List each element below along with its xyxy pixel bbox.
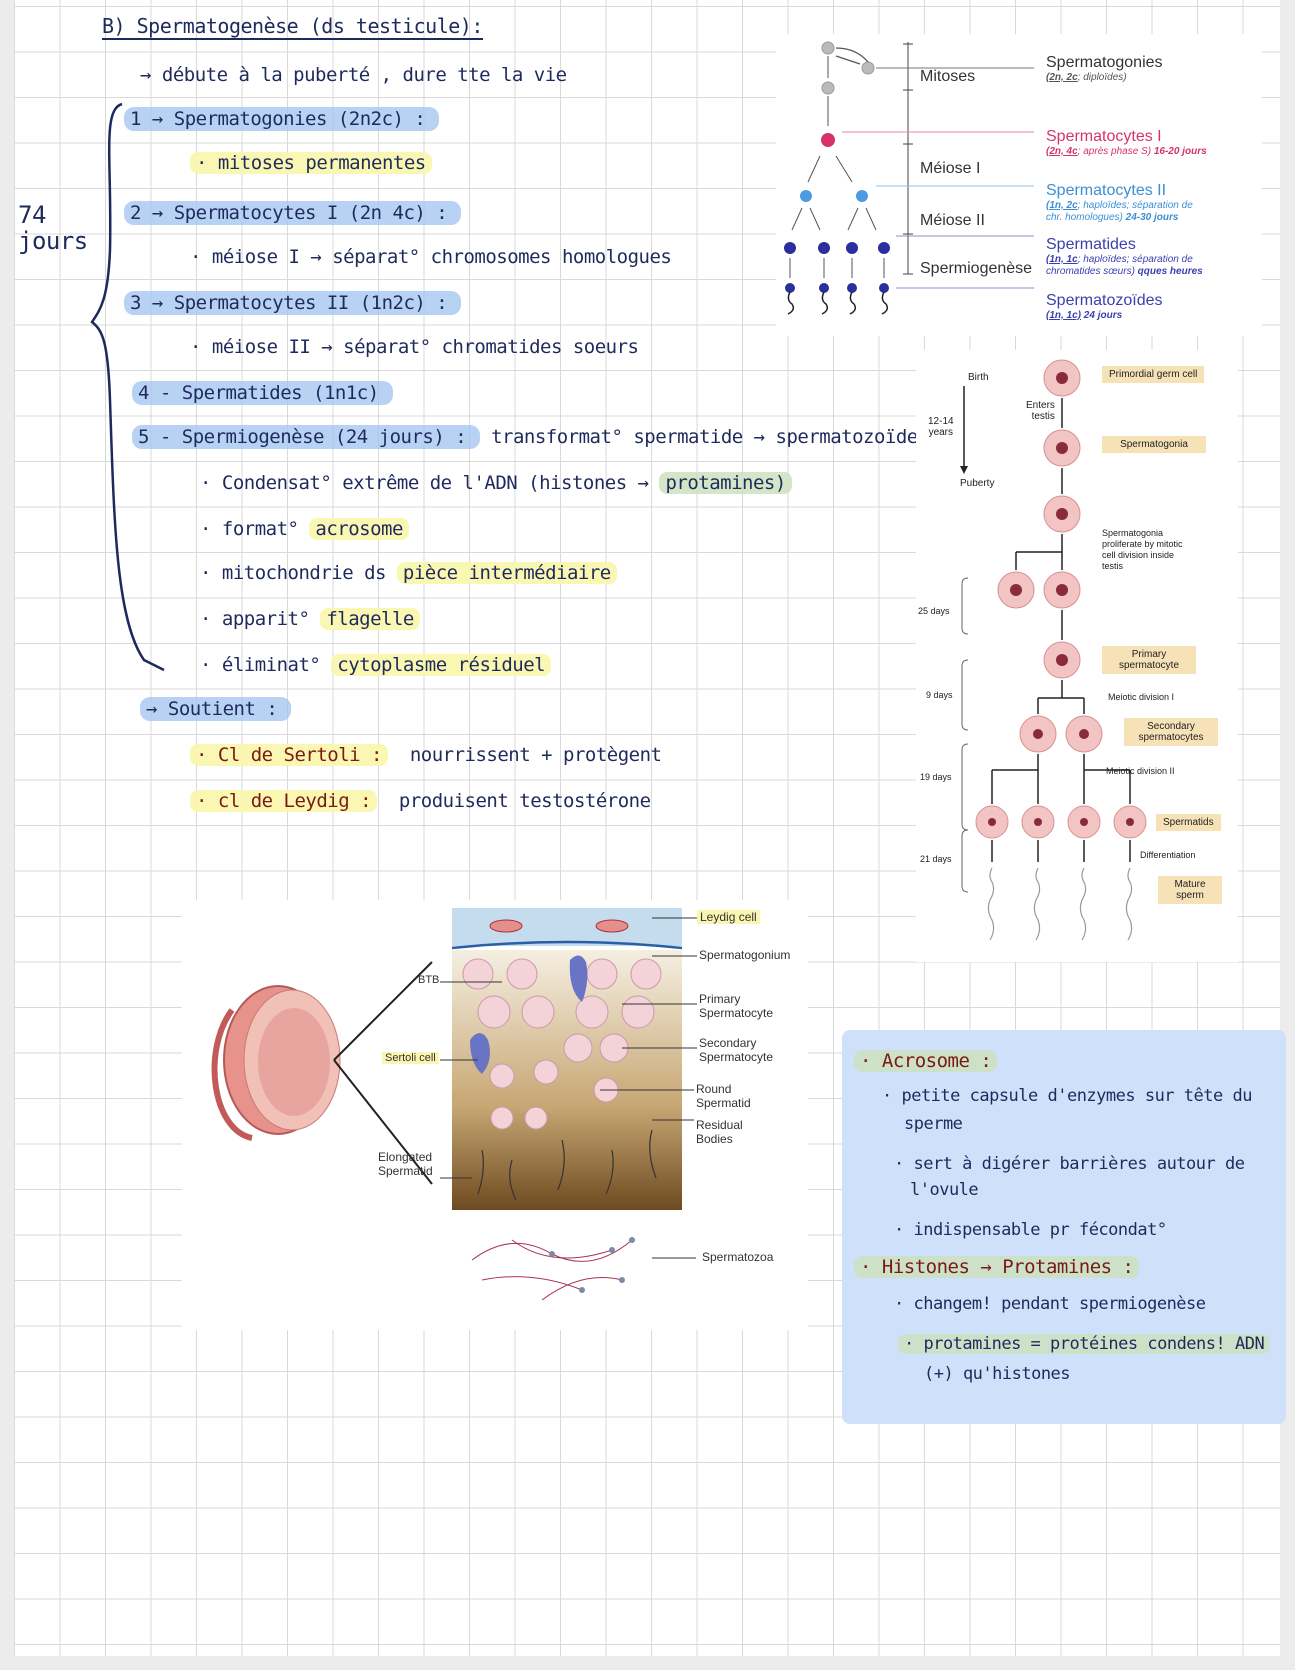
- testis-svg: [211, 908, 697, 1301]
- step-2-sub: · méiose I → séparat° chromosomes homolo…: [190, 246, 672, 268]
- acrosome-line-1: · petite capsule d'enzymes sur tête du: [882, 1086, 1252, 1106]
- side-label-days: 74 jours: [18, 202, 88, 254]
- cell-spermatocytes-1: Spermatocytes I (2n, 4c; après phase S) …: [1046, 128, 1207, 157]
- label-spermatids: Spermatids: [1156, 814, 1221, 831]
- days-9: 9 days: [926, 690, 953, 700]
- days-25: 25 days: [918, 606, 950, 616]
- step-1-head: 1 → Spermatogonies (2n2c) :: [124, 107, 440, 131]
- acrosome-line-2: · sert à digérer barrières autour de: [894, 1154, 1245, 1174]
- sertoli-line: · Cl de Sertoli : nourrissent + protègen…: [190, 744, 662, 766]
- phase-mitoses: Mitoses: [920, 68, 976, 85]
- cell-spermatogonies: Spermatogonies (2n, 2c; diploïdes): [1046, 54, 1163, 83]
- acrosome-line-1b: sperme: [904, 1114, 963, 1134]
- spermio-item-1: · Condensat° extrême de l'ADN (histones …: [200, 472, 792, 494]
- label-elongated-spermatid: Elongated Spermatid: [378, 1150, 433, 1178]
- spermio-item-5: · éliminat° cytoplasme résiduel: [200, 654, 552, 676]
- phase-meiose-2: Méiose II: [920, 212, 985, 229]
- label-round-spermatid: Round Spermatid: [696, 1082, 751, 1110]
- label-meiotic-1: Meiotic division I: [1108, 692, 1175, 702]
- acrosome-line-2b: l'ovule: [910, 1180, 979, 1200]
- step-1-sub: · mitoses permanentes: [190, 152, 432, 174]
- stages-figure: Mitoses Méiose I Méiose II Spermiogenèse…: [776, 34, 1262, 336]
- label-secondary: Secondary spermatocytes: [1124, 718, 1218, 746]
- notes-title: B) Spermatogenèse (ds testicule):: [102, 14, 483, 40]
- stages-lineage-svg: [784, 41, 1034, 315]
- histones-line-2: · protamines = protéines condens! ADN: [898, 1334, 1271, 1354]
- label-btb: BTB: [418, 974, 440, 986]
- acrosome-title: · Acrosome :: [854, 1050, 998, 1072]
- label-primordial: Primordial germ cell: [1102, 366, 1205, 383]
- spermio-item-2: · format° acrosome: [200, 518, 409, 540]
- label-differentiation: Differentiation: [1140, 850, 1196, 860]
- histones-title: · Histones → Protamines :: [854, 1256, 1140, 1278]
- side-label-number: 74: [18, 201, 46, 229]
- histones-line-1: · changem! pendant spermiogenèse: [894, 1294, 1206, 1314]
- step-3-head: 3 → Spermatocytes II (1n2c) :: [124, 291, 462, 315]
- label-mature: Mature sperm: [1158, 876, 1222, 904]
- label-primary-spermatocyte: Primary Spermatocyte: [699, 992, 774, 1020]
- step-2-head: 2 → Spermatocytes I (2n 4c) :: [124, 201, 462, 225]
- testis-figure: Leydig cell Spermatogonium BTB Primary S…: [182, 900, 808, 1330]
- leydig-line: · cl de Leydig : produisent testostérone: [190, 790, 651, 812]
- notes-intro: → débute à la puberté , dure tte la vie: [140, 64, 567, 86]
- cell-spermatocytes-2: Spermatocytes II (1n, 2c; haploïdes; sép…: [1046, 182, 1193, 223]
- label-secondary-spermatocyte: Secondary Spermatocyte: [699, 1036, 774, 1064]
- cell-spermatides: Spermatides (1n, 1c; haploïdes; séparati…: [1046, 236, 1203, 277]
- days-19: 19 days: [920, 772, 952, 782]
- timeline-figure: Birth 12-14 years Puberty Enters testis …: [916, 350, 1238, 962]
- step-4-head: 4 - Spermatides (1n1c): [132, 381, 393, 405]
- label-sertoli: Sertoli cell: [382, 1052, 439, 1064]
- spermio-item-4: · apparit° flagelle: [200, 608, 420, 630]
- label-meiotic-2: Meiotic division II: [1106, 766, 1175, 776]
- side-label-unit: jours: [18, 227, 88, 255]
- curly-brace: [90, 102, 165, 672]
- phase-meiose-1: Méiose I: [920, 160, 981, 177]
- step-3-sub: · méiose II → séparat° chromatides soeur…: [190, 336, 639, 358]
- timeline-svg: [960, 359, 1147, 941]
- label-primary: Primary spermatocyte: [1102, 646, 1196, 674]
- timeline-birth: Birth: [968, 372, 989, 383]
- step-5-head: 5 - Spermiogenèse (24 jours) : transform…: [132, 425, 940, 449]
- cell-spermatozoides: Spermatozoïdes (1n, 1c) 24 jours: [1046, 292, 1163, 321]
- histones-line-2b: (+) qu'histones: [924, 1364, 1071, 1384]
- enters-testis: Enters testis: [1026, 400, 1055, 422]
- spermio-item-3: · mitochondrie ds pièce intermédiaire: [200, 562, 617, 584]
- label-spermatogonium: Spermatogonium: [699, 948, 791, 962]
- acrosome-line-3: · indispensable pr fécondat°: [894, 1220, 1167, 1240]
- label-prolif: Spermatogonia proliferate by mitotic cel…: [1102, 528, 1183, 571]
- label-spermatozoa: Spermatozoa: [702, 1250, 774, 1264]
- timeline-age: 12-14 years: [928, 416, 954, 438]
- notebook-page: B) Spermatogenèse (ds testicule): → débu…: [14, 0, 1286, 1656]
- days-21: 21 days: [920, 854, 952, 864]
- label-leydig: Leydig cell: [697, 910, 760, 924]
- soutient-head: → Soutient :: [140, 697, 292, 721]
- label-spermatogonia: Spermatogonia: [1102, 436, 1206, 453]
- phase-spermiogenese: Spermiogenèse: [920, 260, 1033, 277]
- acrosome-note: · Acrosome : · petite capsule d'enzymes …: [842, 1030, 1286, 1424]
- timeline-puberty: Puberty: [960, 478, 995, 489]
- label-residual-bodies: Residual Bodies: [696, 1118, 743, 1146]
